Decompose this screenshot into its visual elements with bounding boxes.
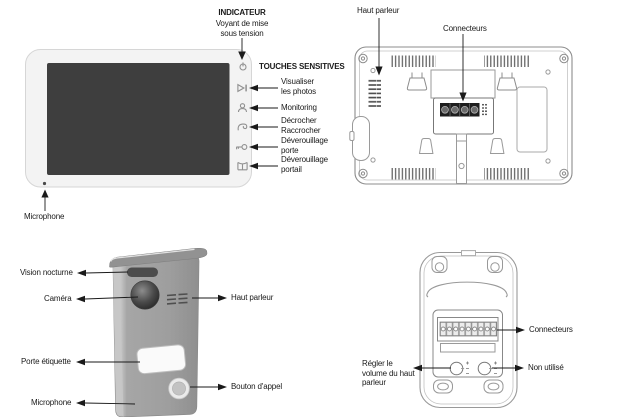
indicator-title: INDICATEUR — [218, 8, 266, 17]
front-speaker-grille — [166, 293, 188, 305]
door-back-connectors-label: Connecteurs — [529, 325, 573, 334]
leader-arrows — [41, 18, 525, 407]
door-microphone-label: Microphone — [31, 398, 72, 407]
power-icon — [239, 62, 247, 71]
monitor-front-drawing — [25, 49, 252, 188]
unused-label: Non utilisé — [528, 363, 564, 372]
speaker-grille — [368, 78, 381, 108]
door-station-front-drawing — [109, 247, 208, 417]
monitor-back-speaker-label: Haut parleur — [357, 6, 400, 15]
unused-dial — [477, 361, 497, 376]
side-bracket — [349, 116, 370, 161]
monitor-back-drawing — [349, 46, 573, 185]
mounting-hooks — [406, 72, 518, 91]
vent-slots — [391, 55, 436, 67]
key-icon — [236, 144, 248, 150]
touch-heading: TOUCHES SENSITIVES — [259, 62, 345, 71]
person-icon — [237, 103, 248, 113]
night-vision-led — [127, 267, 158, 277]
call-button-label: Bouton d'appel — [231, 382, 283, 391]
handset-icon — [237, 123, 248, 131]
terminal-strip — [437, 317, 499, 353]
gate-icon — [237, 161, 248, 171]
door-speaker-label: Haut parleur — [231, 293, 274, 302]
bottom-feet — [433, 379, 504, 394]
monitor-microphone-label: Microphone — [24, 212, 65, 221]
touch-item-label-porte: Déverouillage porte — [281, 136, 328, 155]
monitor-back-connectors-label: Connecteurs — [443, 24, 487, 33]
corner-screws — [358, 53, 569, 179]
play-pause-icon — [237, 83, 247, 93]
touch-item-label-monitoring: Monitoring — [281, 103, 317, 112]
microphone-dot — [42, 181, 47, 186]
camera-label: Caméra — [44, 294, 72, 303]
call-button — [168, 377, 190, 400]
name-plate-label: Porte étiquette — [21, 357, 71, 366]
connector-block — [433, 97, 494, 135]
camera-lens — [130, 280, 160, 310]
keyhole-mounts — [431, 256, 503, 273]
name-plate — [136, 344, 187, 375]
night-vision-label: Vision nocturne — [20, 268, 73, 277]
volume-adjust-label: Régler le volume du haut parleur — [362, 359, 415, 387]
volume-dial — [449, 361, 469, 376]
touch-item-label-decrocher: Décrocher Raccrocher — [281, 116, 321, 135]
touch-item-label-photos: Visualiser les photos — [281, 77, 316, 96]
cable-channel — [456, 133, 467, 184]
monitor-screen — [47, 63, 230, 175]
indicator-subtitle: Voyant de mise sous tension — [215, 19, 269, 38]
door-station-back-drawing — [419, 250, 518, 409]
touch-item-label-portail: Déverouillage portail — [281, 155, 328, 174]
